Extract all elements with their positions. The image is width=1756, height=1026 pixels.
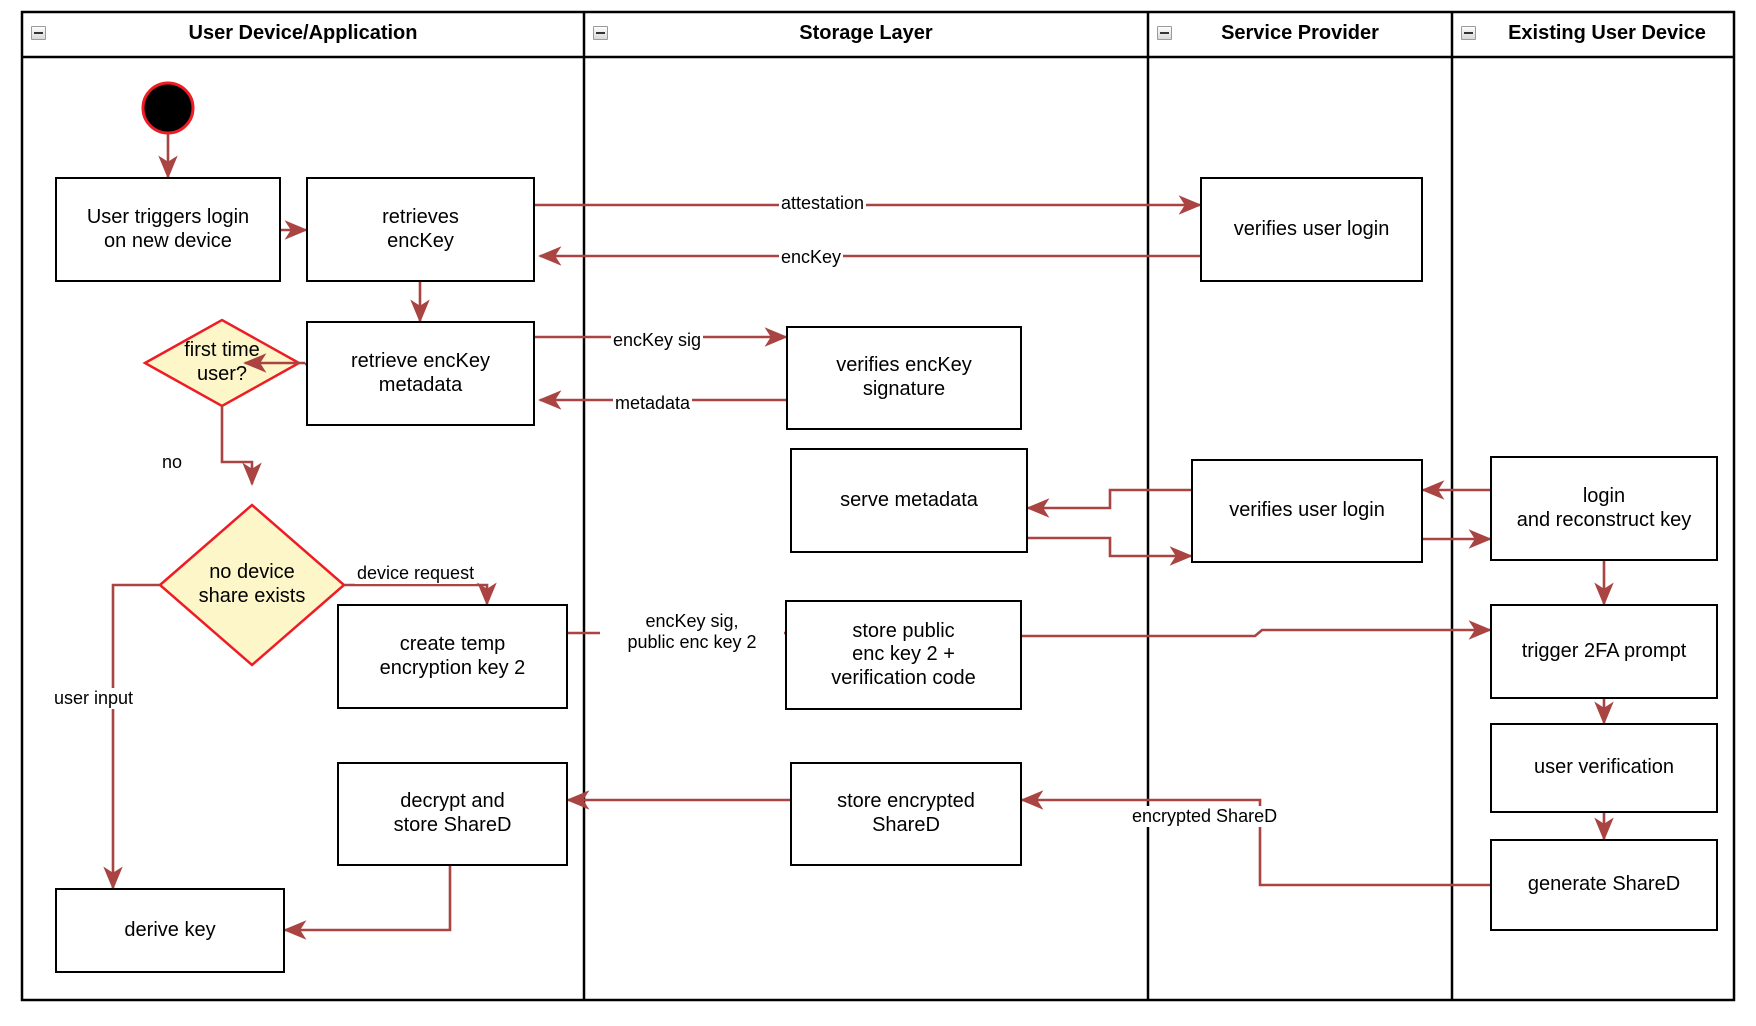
node-serve-metadata[interactable]: serve metadata (790, 448, 1028, 553)
edge-decrypt-to-derive-key (283, 866, 452, 940)
node-verifies-user-login-2[interactable]: verifies user login (1191, 459, 1423, 563)
decision-no-device-share-exists-label: no device share exists (198, 561, 306, 607)
lane-header-service-provider: Service Provider (1221, 22, 1379, 44)
lane-header-storage-layer: Storage Layer (799, 22, 933, 44)
initial-node (141, 81, 195, 135)
node-user-triggers-login[interactable]: User triggers login on new device (55, 177, 281, 282)
edge-label-enckey-sig-public-enc-key-2: encKey sig, public enc key 2 (600, 611, 784, 653)
lane-collapse-icon-service-provider[interactable] (1157, 26, 1172, 40)
edge-label-metadata: metadata (613, 393, 693, 414)
node-verifies-enckey-signature[interactable]: verifies encKey signature (786, 326, 1022, 430)
swimlane-frame (20, 10, 1736, 1002)
edge-label-attestation: attestation (779, 193, 867, 214)
edge-label-device-request: device request (355, 563, 477, 584)
decision-first-time-user-label: first time user? (184, 339, 260, 385)
edge-device-request (344, 582, 497, 606)
edge-label-encrypted-shared: encrypted ShareD (1130, 806, 1280, 827)
edge-serve-metadata-to-sp (1028, 536, 1193, 566)
edge-label-user-input: user input (52, 688, 136, 709)
edge-no-branch (220, 406, 262, 486)
edge-user-input (103, 583, 160, 890)
lane-collapse-icon-existing-user-device[interactable] (1461, 26, 1476, 40)
edge-encrypted-shared-line (1020, 790, 1494, 887)
lane-header-user-device: User Device/Application (188, 22, 418, 44)
node-retrieve-enckey-metadata[interactable]: retrieve encKey metadata (306, 321, 535, 426)
node-decision-no-device-share-exists[interactable]: no device share exists (160, 505, 344, 665)
node-generate-shared[interactable]: generate ShareD (1490, 839, 1718, 931)
node-retrieves-enckey[interactable]: retrieves encKey (306, 177, 535, 282)
edge-label-enckey: encKey (779, 247, 844, 268)
edge-store-public-to-trigger-2fa (1022, 620, 1492, 640)
node-decrypt-and-store-shared[interactable]: decrypt and store ShareD (337, 762, 568, 866)
node-decision-first-time-user[interactable]: first time user? (145, 320, 299, 406)
node-create-temp-encryption-key-2[interactable]: create temp encryption key 2 (337, 604, 568, 709)
node-trigger-2fa-prompt[interactable]: trigger 2FA prompt (1490, 604, 1718, 699)
node-store-public-enc-key-2[interactable]: store public enc key 2 + verification co… (785, 600, 1022, 710)
edge-sp-to-serve-metadata (1026, 488, 1191, 518)
lane-header-existing-user-device: Existing User Device (1508, 22, 1706, 44)
edge-label-enckey-sig: encKey sig (611, 330, 704, 351)
lane-collapse-icon-user-device[interactable] (31, 26, 46, 40)
node-derive-key[interactable]: derive key (55, 888, 285, 973)
node-user-verification[interactable]: user verification (1490, 723, 1718, 813)
node-verifies-user-login-1[interactable]: verifies user login (1200, 177, 1423, 282)
node-store-encrypted-shared[interactable]: store encrypted ShareD (790, 762, 1022, 866)
lane-collapse-icon-storage-layer[interactable] (593, 26, 608, 40)
node-login-and-reconstruct-key[interactable]: login and reconstruct key (1490, 456, 1718, 561)
edge-label-no: no (160, 452, 185, 473)
